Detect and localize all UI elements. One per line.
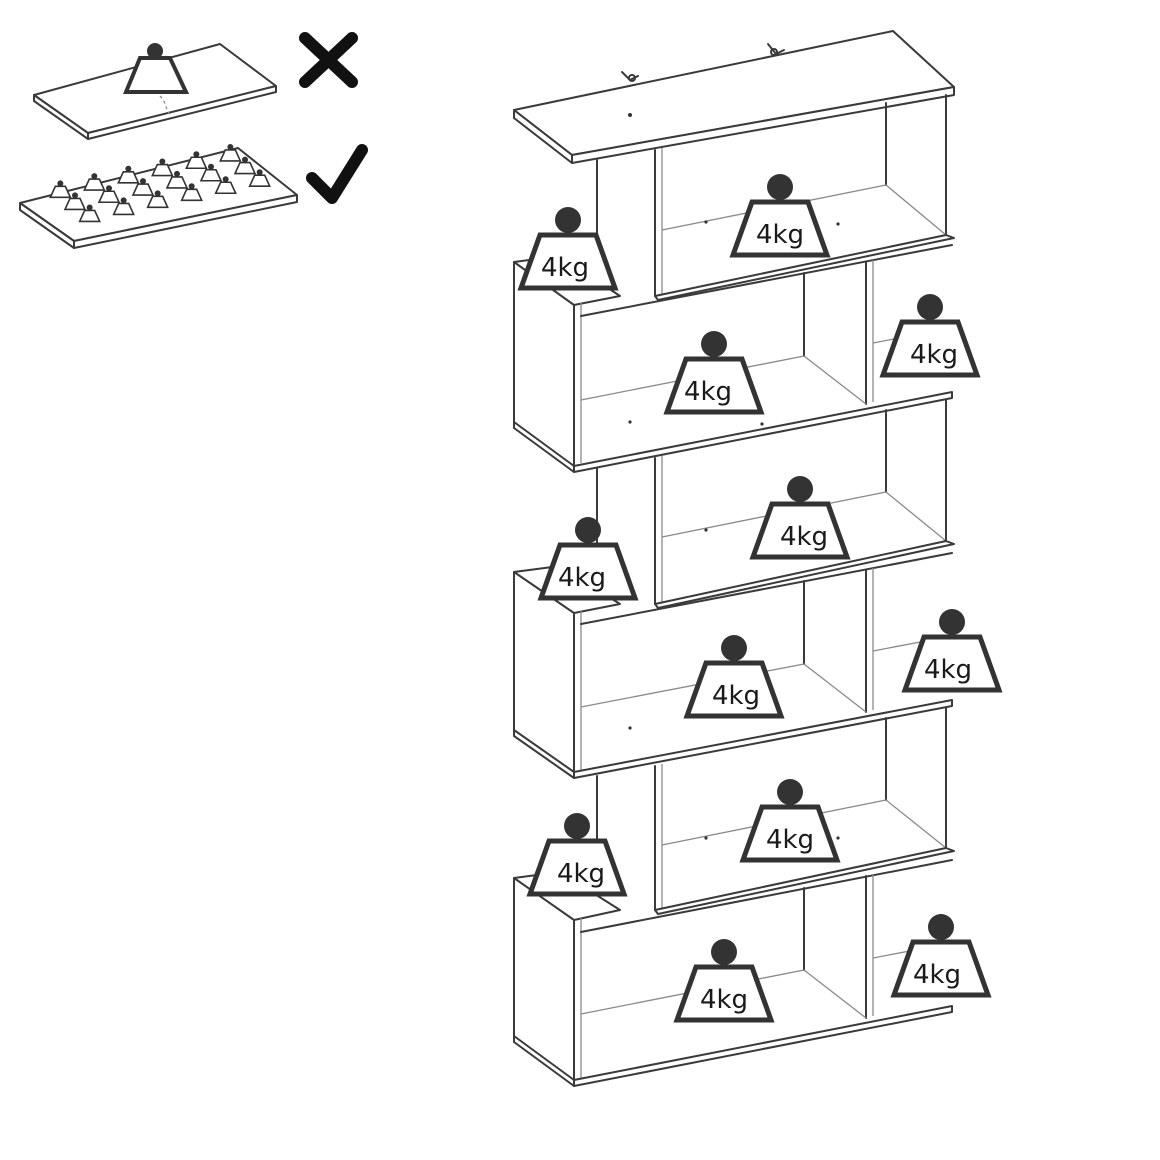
small-weight-icon xyxy=(63,192,87,211)
small-weight-icon xyxy=(214,176,237,195)
weight-label: 4kg xyxy=(700,985,748,1015)
small-weight-icon xyxy=(180,183,203,202)
weight-marker: 4kg xyxy=(729,174,831,258)
legend-single-weight xyxy=(123,43,190,94)
shelf-tier-3 xyxy=(596,399,955,609)
weight-label: 4kg xyxy=(756,220,804,250)
weight-label: 4kg xyxy=(924,655,972,685)
legend-small-weights xyxy=(49,143,271,223)
wall-bracket-left xyxy=(621,71,639,82)
weight-marker: 4kg xyxy=(749,476,851,560)
small-weight-icon xyxy=(248,169,271,187)
shelf-tier-5 xyxy=(596,707,955,915)
weight-label: 4kg xyxy=(910,340,958,370)
small-weight-icon xyxy=(199,163,223,182)
shelf-top-board xyxy=(513,30,955,164)
weight-marker: 4kg xyxy=(739,779,841,863)
weight-label: 4kg xyxy=(780,522,828,552)
small-weight-icon xyxy=(151,158,174,177)
small-weight-icon xyxy=(165,170,189,189)
weight-label: 4kg xyxy=(913,960,961,990)
small-weight-icon xyxy=(78,204,101,223)
weight-marker: 4kg xyxy=(663,331,765,415)
small-weight-icon xyxy=(146,190,169,209)
shelf-tier-1 xyxy=(596,94,955,301)
small-weight-icon xyxy=(117,165,140,184)
legend-concentrated-load xyxy=(33,32,358,140)
bookshelf xyxy=(513,30,955,1087)
legend-distributed-load xyxy=(19,143,368,249)
weight-label: 4kg xyxy=(684,377,732,407)
small-weight-icon xyxy=(131,178,155,196)
weight-label: 4kg xyxy=(557,859,605,889)
small-weight-icon xyxy=(219,143,242,162)
small-weight-icon xyxy=(233,156,257,175)
weight-marker: 4kg xyxy=(537,517,639,601)
weight-label: 4kg xyxy=(766,825,814,855)
small-weight-icon xyxy=(112,197,135,216)
weight-label: 4kg xyxy=(541,253,589,283)
small-weight-icon xyxy=(49,180,72,199)
weight-markers: 4kg 4kg 4kg 4kg 4kg 4kg xyxy=(517,174,1003,1023)
small-weight-icon xyxy=(97,185,121,204)
weight-marker: 4kg xyxy=(901,609,1003,693)
weight-marker: 4kg xyxy=(517,207,619,291)
weight-marker: 4kg xyxy=(673,939,775,1023)
weight-marker: 4kg xyxy=(683,635,785,719)
small-weight-icon xyxy=(185,151,208,170)
check-icon xyxy=(306,144,368,204)
small-weight-icon xyxy=(83,173,106,191)
weight-marker: 4kg xyxy=(879,294,981,378)
weight-marker: 4kg xyxy=(526,813,628,897)
weight-marker: 4kg xyxy=(890,914,992,998)
weight-label: 4kg xyxy=(558,563,606,593)
weight-label: 4kg xyxy=(712,681,760,711)
cross-icon xyxy=(299,32,358,88)
